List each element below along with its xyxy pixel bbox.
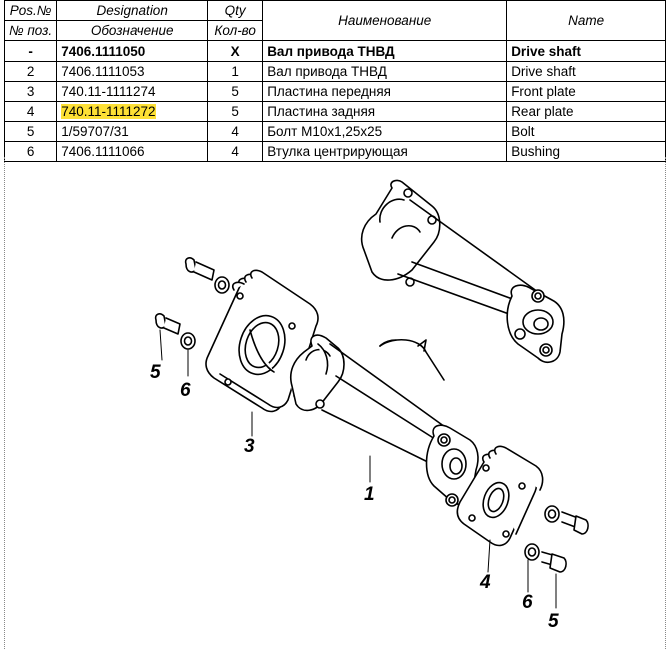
cell-pos: 5 bbox=[3, 121, 58, 142]
cell-name-ru: Вал привода ТНВД bbox=[262, 61, 508, 82]
cell-name-ru: Втулка центрирующая bbox=[262, 141, 508, 162]
header-qty-ru: Кол-во bbox=[207, 20, 264, 41]
frame-border-right bbox=[665, 157, 666, 649]
cell-designation-highlighted: 740.11-1111272 bbox=[56, 101, 209, 122]
header-name-ru: Наименование bbox=[262, 0, 508, 41]
callout-6-left: 6 bbox=[180, 380, 191, 401]
cell-name-ru: Пластина передняя bbox=[262, 81, 508, 102]
table-header-row-1: Pos.№ Designation Qty Наименование Name bbox=[3, 0, 667, 41]
bolt-lower-right bbox=[524, 543, 567, 573]
cell-qty: 5 bbox=[207, 81, 264, 102]
table-row: 4 740.11-1111272 5 Пластина задняя Rear … bbox=[3, 101, 667, 122]
table-row: 3 740.11-1111274 5 Пластина передняя Fro… bbox=[3, 81, 667, 102]
bolt-upper-left bbox=[184, 257, 230, 294]
cell-pos: - bbox=[3, 40, 58, 62]
frame-border-left bbox=[4, 157, 5, 649]
cell-name-en: Rear plate bbox=[506, 101, 667, 122]
callout-1: 1 bbox=[364, 484, 375, 505]
cell-designation: 1/59707/31 bbox=[56, 121, 209, 142]
parts-table: Pos.№ Designation Qty Наименование Name … bbox=[3, 0, 667, 162]
table-row: - 7406.1111050 X Вал привода ТНВД Drive … bbox=[3, 40, 667, 62]
cell-qty: 4 bbox=[207, 141, 264, 162]
cell-designation: 7406.1111053 bbox=[56, 61, 209, 82]
cell-pos: 3 bbox=[3, 81, 58, 102]
cell-pos: 4 bbox=[3, 101, 58, 122]
cell-name-ru: Вал привода ТНВД bbox=[262, 40, 508, 62]
bolt-upper-right bbox=[544, 505, 589, 535]
header-qty-en: Qty bbox=[207, 0, 264, 21]
assembled-shaft-housing bbox=[360, 179, 565, 364]
cell-designation: 7406.1111050 bbox=[56, 40, 209, 62]
cell-name-en: Front plate bbox=[506, 81, 667, 102]
exploded-view-drawing: 5 6 3 1 4 6 5 bbox=[150, 179, 589, 632]
cell-designation: 7406.1111066 bbox=[56, 141, 209, 162]
callout-6-right: 6 bbox=[522, 592, 533, 613]
direction-arrow bbox=[379, 339, 445, 381]
callout-5-left: 5 bbox=[150, 362, 161, 383]
highlight-mark: 740.11-1111272 bbox=[61, 104, 156, 119]
cell-name-ru: Болт М10х1,25х25 bbox=[262, 121, 508, 142]
cell-name-en: Bushing bbox=[506, 141, 667, 162]
header-designation-ru: Обозначение bbox=[56, 20, 209, 41]
header-pos-en: Pos.№ bbox=[3, 0, 58, 21]
leader-lines bbox=[159, 329, 557, 609]
rear-plate-stack bbox=[456, 445, 544, 547]
cell-name-en: Drive shaft bbox=[506, 61, 667, 82]
header-designation-en: Designation bbox=[56, 0, 209, 21]
cell-name-en: Bolt bbox=[506, 121, 667, 142]
shaft-housing bbox=[289, 334, 479, 507]
callout-3: 3 bbox=[244, 436, 255, 457]
cell-qty: X bbox=[207, 40, 264, 62]
callout-4: 4 bbox=[479, 572, 491, 593]
cell-qty: 4 bbox=[207, 121, 264, 142]
cell-pos: 2 bbox=[3, 61, 58, 82]
table-row: 2 7406.1111053 1 Вал привода ТНВД Drive … bbox=[3, 61, 667, 82]
callout-5-right: 5 bbox=[548, 611, 559, 632]
header-name-en: Name bbox=[506, 0, 667, 41]
cell-qty: 1 bbox=[207, 61, 264, 82]
header-pos-ru: № поз. bbox=[3, 20, 58, 41]
cell-name-ru: Пластина задняя bbox=[262, 101, 508, 122]
table-row: 6 7406.1111066 4 Втулка центрирующая Bus… bbox=[3, 141, 667, 162]
cell-name-en: Drive shaft bbox=[506, 40, 667, 62]
cell-pos: 6 bbox=[3, 141, 58, 162]
cell-designation: 740.11-1111274 bbox=[56, 81, 209, 102]
cell-qty: 5 bbox=[207, 101, 264, 122]
table-row: 5 1/59707/31 4 Болт М10х1,25х25 Bolt bbox=[3, 121, 667, 142]
front-plate-stack bbox=[205, 269, 319, 413]
bolt-lower-left bbox=[154, 313, 196, 350]
